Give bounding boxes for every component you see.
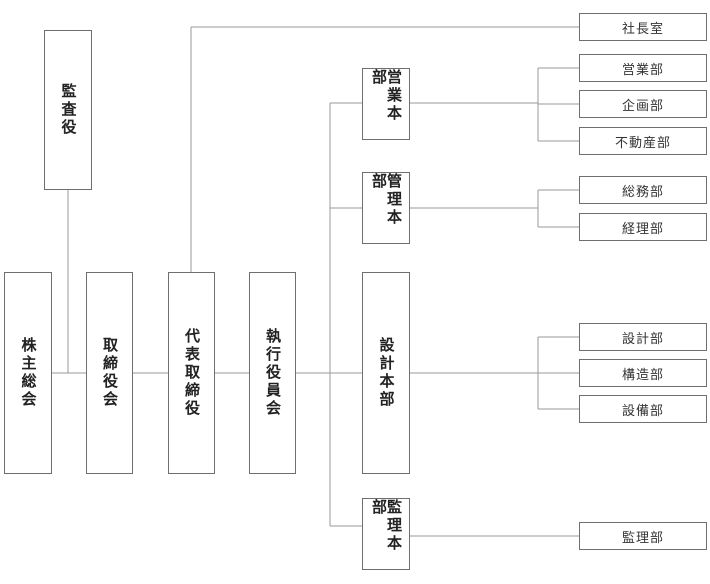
executive-committee-box: 執行役員会 xyxy=(249,272,296,474)
president-office-label: 社長室 xyxy=(621,21,664,37)
president-office-box: 社長室 xyxy=(579,13,707,41)
department-box-sales: 営業部 xyxy=(579,54,707,82)
sales-division-box: 営業本部 xyxy=(362,68,410,140)
department-box-structure: 構造部 xyxy=(579,359,707,387)
representative-director-box: 代表取締役 xyxy=(168,272,215,474)
department-box-real-estate: 不動産部 xyxy=(579,127,707,155)
audit-board-label: 監査役 xyxy=(59,83,78,137)
department-label-supervision: 監理部 xyxy=(621,530,664,546)
shareholders-meeting-box: 株主総会 xyxy=(4,272,52,474)
department-box-facilities: 設備部 xyxy=(579,395,707,423)
department-box-planning: 企画部 xyxy=(579,90,707,118)
department-label-facilities: 設備部 xyxy=(621,403,664,419)
department-label-real-estate: 不動産部 xyxy=(614,135,671,151)
department-box-supervision: 監理部 xyxy=(579,522,707,550)
supervision-division-label: 監理本部 xyxy=(370,499,403,553)
department-box-general-affairs: 総務部 xyxy=(579,176,707,204)
department-label-structure: 構造部 xyxy=(621,367,664,383)
supervision-division-box: 監理本部 xyxy=(362,498,410,570)
admin-division-label: 管理本部 xyxy=(370,173,403,227)
department-label-sales: 営業部 xyxy=(621,62,664,78)
department-label-design: 設計部 xyxy=(621,331,664,347)
admin-division-box: 管理本部 xyxy=(362,172,410,244)
department-box-design: 設計部 xyxy=(579,323,707,351)
design-division-label: 設計本部 xyxy=(377,337,396,409)
design-division-box: 設計本部 xyxy=(362,272,410,474)
audit-board-box: 監査役 xyxy=(44,30,92,190)
department-label-planning: 企画部 xyxy=(621,98,664,114)
representative-director-label: 代表取締役 xyxy=(183,328,201,418)
board-of-directors-label: 取締役会 xyxy=(101,337,119,409)
sales-division-label: 営業本部 xyxy=(370,69,403,123)
shareholders-meeting-label: 株主総会 xyxy=(19,337,38,409)
executive-committee-label: 執行役員会 xyxy=(264,328,282,418)
department-label-general-affairs: 総務部 xyxy=(621,184,664,200)
board-of-directors-box: 取締役会 xyxy=(86,272,133,474)
department-label-accounting: 経理部 xyxy=(621,221,664,237)
department-box-accounting: 経理部 xyxy=(579,213,707,241)
